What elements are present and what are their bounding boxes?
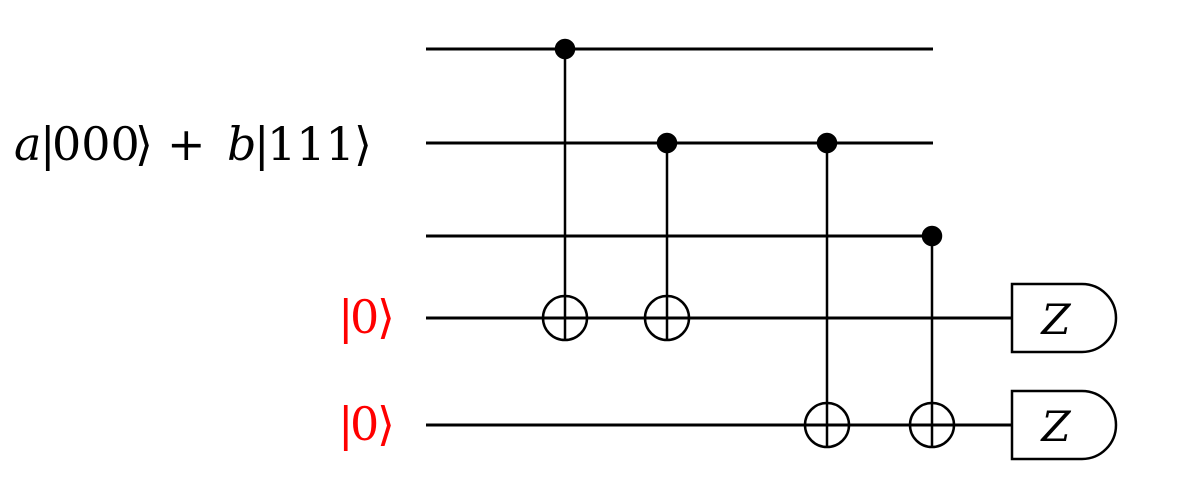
- ket-a-value: 000: [52, 117, 140, 171]
- measurement-z-2-label: Z: [1039, 402, 1071, 451]
- ket-right-angle-b: ⟩: [354, 117, 372, 171]
- coef-a: a: [14, 117, 41, 171]
- input-state-label: a | 000 ⟩ + b | 111 ⟩: [14, 117, 372, 171]
- control-dot: [816, 132, 838, 154]
- cnot-gate-4: [908, 225, 956, 449]
- measurement-z-1-label: Z: [1039, 295, 1071, 344]
- svg-text:|: |: [338, 397, 354, 451]
- svg-text:⟩: ⟩: [377, 290, 395, 344]
- control-dot: [921, 225, 943, 247]
- ket-left-bar-b: |: [254, 117, 270, 171]
- cnot-gate-1: [541, 38, 589, 342]
- ancilla-label-2-value: 0: [350, 397, 379, 451]
- plus-sign: +: [167, 117, 206, 171]
- ancilla-label-1: | 0 ⟩: [338, 290, 395, 344]
- coef-b: b: [227, 117, 256, 171]
- control-dot: [554, 38, 576, 60]
- cnot-gate-3: [803, 132, 851, 449]
- svg-text:|: |: [338, 290, 354, 344]
- ket-left-bar: |: [40, 117, 56, 171]
- measurement-z-1: Z: [1010, 282, 1118, 354]
- ancilla-label-1-value: 0: [350, 290, 379, 344]
- control-dot: [656, 132, 678, 154]
- ancilla-label-2: | 0 ⟩: [338, 397, 395, 451]
- cnot-gate-2: [643, 132, 691, 342]
- ket-b-value: 111: [267, 117, 355, 171]
- ket-right-angle: ⟩: [135, 117, 153, 171]
- svg-text:⟩: ⟩: [377, 397, 395, 451]
- measurement-z-2: Z: [1010, 389, 1118, 461]
